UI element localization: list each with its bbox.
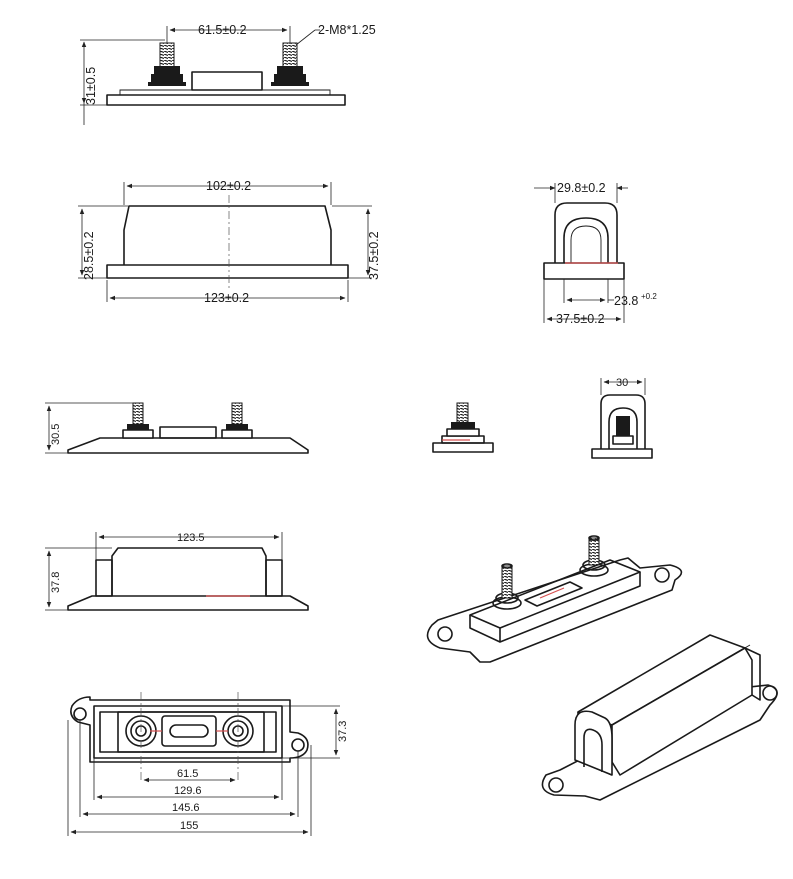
dim-cover-length: 102±0.2 — [206, 179, 251, 193]
end-view-arch: 29.8±0.2 23.8 +0.2 37.5±0.2 — [534, 181, 657, 326]
dim-plan-width: 37.3 — [337, 721, 349, 742]
dim-plan-inner-length: 129.6 — [174, 785, 202, 797]
front-view-with-studs: 61.5±0.2 2-M8*1.25 31±0.5 — [80, 23, 376, 125]
dim-cover-length-2: 123.5 — [177, 532, 205, 544]
end-view-with-stud — [432, 402, 494, 453]
dim-plan-terminal-spacing: 61.5 — [177, 768, 198, 780]
isometric-view-covered — [541, 634, 778, 801]
dim-cover-height-2: 37.8 — [50, 572, 62, 593]
dim-base-length: 123±0.2 — [204, 291, 249, 305]
dim-thread-spec: 2-M8*1.25 — [318, 23, 376, 37]
side-profile-with-studs: 30.5 — [45, 402, 309, 454]
dim-plan-hole-spacing: 145.6 — [172, 802, 200, 814]
plan-view: 37.3 61.5 129.6 145.6 155 — [67, 692, 349, 836]
dim-front-height: 31±0.5 — [84, 67, 98, 105]
dim-end-width: 30 — [616, 377, 628, 389]
isometric-view-open — [426, 535, 683, 663]
dim-end-inner-width: 23.8 — [614, 294, 638, 308]
dim-end-cover-width: 29.8±0.2 — [557, 181, 606, 195]
side-view-cover: 102±0.2 123±0.2 28.5±0.2 37.5±0.2 — [78, 179, 381, 305]
left-stud — [148, 42, 186, 86]
side-view-cover-2: 123.5 37.8 — [45, 532, 309, 611]
right-stud — [271, 42, 309, 86]
dim-end-base-width: 37.5±0.2 — [556, 312, 605, 326]
dim-end-inner-width-tol: +0.2 — [641, 292, 657, 301]
end-view-covered: 30 — [591, 377, 653, 459]
dim-stud-spacing: 61.5±0.2 — [198, 23, 247, 37]
iso-left-stud — [492, 563, 522, 610]
profile-right-stud — [221, 402, 253, 439]
dim-side-height: 30.5 — [50, 424, 62, 445]
dim-total-height: 37.5±0.2 — [367, 231, 381, 280]
profile-left-stud — [122, 402, 154, 439]
dim-plan-total-length: 155 — [180, 820, 198, 832]
dim-cover-height: 28.5±0.2 — [82, 231, 96, 280]
iso-right-stud — [579, 535, 609, 577]
